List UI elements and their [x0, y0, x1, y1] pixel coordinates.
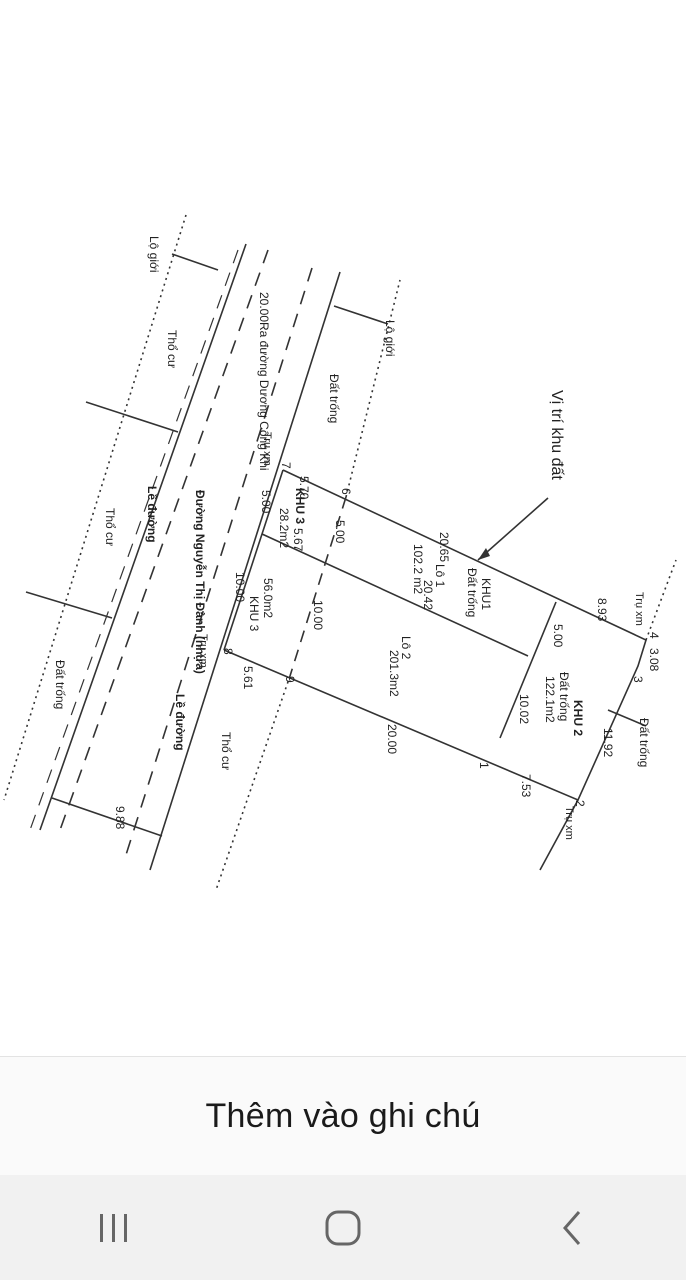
tru-xm-2: Trụ xm [563, 806, 575, 840]
location-pointer-head [478, 548, 490, 560]
khu3-inner-line [261, 533, 529, 657]
point-6: 6 [339, 488, 353, 495]
lo2-area: 201.3m2 [387, 650, 401, 697]
add-to-note-label: Thêm vào ghi chú [205, 1096, 481, 1135]
point-2: 2 [573, 800, 587, 807]
khu2-area: 122.1m2 [543, 676, 557, 723]
point-1: 1 [477, 762, 491, 769]
dim-3-08: 3.08 [647, 648, 661, 672]
tru-xm-7: Trụ xm [261, 432, 273, 466]
recent-apps-icon [100, 1213, 128, 1242]
le-duong-1: Lề đường [145, 486, 159, 543]
lo-gioi-left: Lộ giới [147, 236, 161, 273]
road-width-top: 20.00 [257, 292, 271, 322]
boundary-ext-4 [645, 559, 677, 641]
road-edge-right [149, 271, 341, 871]
dim-5-67: 5.67 [291, 528, 305, 552]
khu1-sub: Đất trống [465, 568, 479, 617]
lo2-label: Lô 2 [399, 636, 413, 660]
khu3-bot-area: 56.0m2 [261, 578, 275, 618]
home-icon [325, 1210, 361, 1245]
home-button[interactable] [303, 1193, 383, 1263]
boundary-ext-3 [539, 799, 579, 871]
dim-10-02: 10.02 [517, 694, 531, 724]
road-edge-left [39, 243, 247, 831]
dim-20-42: 20.42 [421, 580, 435, 610]
back-icon [562, 1210, 580, 1245]
road-dash-2 [29, 249, 239, 831]
tho-cu-2: Thổ cư [103, 508, 117, 546]
image-viewer[interactable]: 20.00 Ra đường Dương Công Khi Đường Nguy… [0, 0, 686, 1056]
point-7: 7 [279, 462, 293, 469]
lo-divider [499, 601, 557, 739]
dat-trong-3: Đất trống [637, 718, 651, 767]
parcel-divider-3 [607, 709, 647, 727]
boundary-ext-2 [215, 675, 291, 891]
dim-10-00-b: 10.00 [311, 600, 325, 630]
dim-8-93: 8.93 [595, 598, 609, 622]
tho-cu-3: Thổ cư [219, 732, 233, 770]
lo1-label: Lô 1 [433, 564, 447, 588]
dim-5-00-a: 5.00 [259, 490, 273, 514]
frontage-line [223, 469, 284, 651]
dim-5-00-b: 5.00 [333, 520, 347, 544]
location-pointer-line [477, 497, 549, 561]
location-label: Vị trí khu đất [548, 390, 565, 480]
khu3-top-area: 28.2m2 [277, 508, 291, 548]
khu1-label: KHU1 [479, 578, 493, 610]
parcel-divider-2 [25, 591, 113, 619]
lo1-area: 102.2 m2 [411, 544, 425, 594]
divider [0, 1056, 686, 1057]
back-button[interactable] [532, 1193, 612, 1263]
dat-trong-1: Đất trống [327, 374, 341, 423]
road-name-main: Đường Nguyễn Thị Đành (nhựa) [193, 490, 208, 674]
lot-boundary [223, 469, 647, 802]
land-plot-drawing: 20.00 Ra đường Dương Công Khi Đường Nguy… [3, 214, 677, 891]
recent-apps-button[interactable] [74, 1193, 154, 1263]
dim-5-00-c: 5.00 [551, 624, 565, 648]
dim-11-92: 11.92 [601, 728, 615, 757]
lo-gioi-right: Lộ giới [383, 320, 397, 357]
khu2-sub: Đất trống [557, 672, 571, 721]
tru-xm-4: Trụ xm [633, 592, 645, 626]
dim-7-53: 7.53 [519, 774, 533, 798]
point-8: 8 [221, 648, 235, 655]
khu2-label: KHU 2 [571, 700, 585, 736]
dim-20-00: 20.00 [385, 724, 399, 754]
point-4: 4 [647, 632, 661, 639]
tru-xm-8: Trụ xm [197, 634, 209, 668]
dim-20-65: 20.65 [437, 532, 451, 562]
le-duong-2: Lề đường [173, 694, 187, 751]
dat-trong-2: Đất trống [53, 660, 67, 709]
lo-gioi-arrow-left [171, 253, 219, 271]
system-nav-bar [0, 1175, 686, 1280]
point-9: 9 [283, 676, 297, 683]
road-dash-3 [124, 267, 313, 859]
khu3-top-label: KHU 3 [293, 488, 307, 524]
khu3-dashed [289, 496, 347, 677]
road-dash-1 [59, 249, 269, 831]
boundary-ext-1 [345, 279, 401, 498]
dim-988-arrow [51, 797, 163, 837]
dim-9-88: 9.88 [113, 806, 127, 830]
dim-5-61: 5.61 [241, 666, 255, 690]
dim-10-00-a: 10.00 [233, 572, 247, 602]
road-name-top: Ra đường Dương Công Khi [257, 322, 271, 471]
point-3: 3 [631, 676, 645, 683]
khu3-bot-label: KHU 3 [247, 596, 261, 632]
parcel-divider-1 [85, 401, 179, 433]
dim-5-70: 5.70 [297, 476, 311, 500]
add-to-note-button[interactable]: Thêm vào ghi chú [0, 1057, 686, 1175]
tho-cu-1: Thổ cư [165, 330, 179, 368]
lo-gioi-arrow-right [333, 305, 389, 325]
lo-gioi-line-left [3, 214, 187, 801]
